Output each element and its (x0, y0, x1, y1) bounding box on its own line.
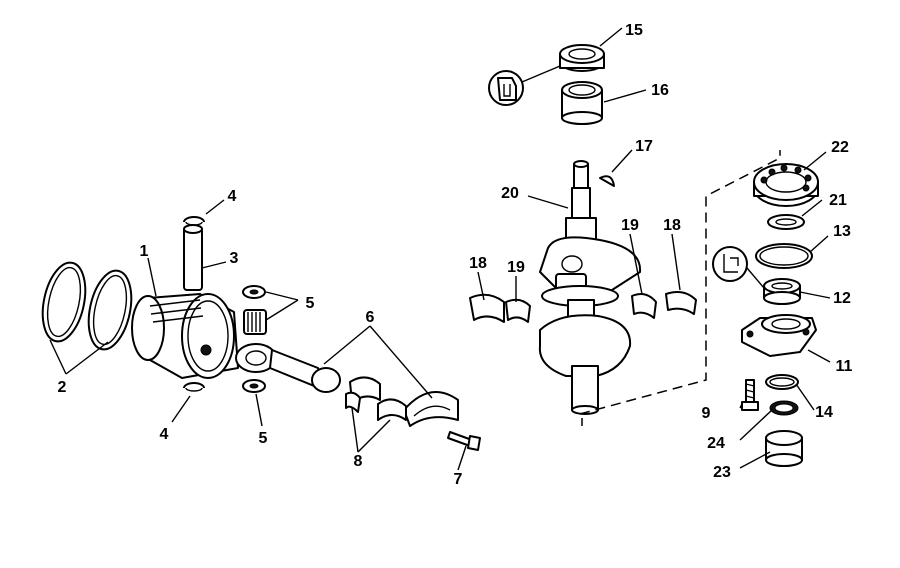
cap-23 (765, 430, 803, 467)
main-bearing-half-19-left (505, 298, 531, 323)
callout-16: 16 (651, 82, 669, 99)
piston-pin-retaining-ring-top (183, 216, 205, 226)
crankshaft-seal (559, 44, 605, 72)
callout-13: 13 (833, 223, 851, 240)
callout-17: 17 (635, 138, 653, 155)
main-bearing-half-18-left (469, 293, 505, 323)
callout-8: 8 (354, 453, 363, 470)
callout-2: 2 (58, 379, 67, 396)
piston-ring-inner (87, 269, 133, 351)
callout-14: 14 (815, 404, 833, 421)
callout-6: 6 (366, 309, 375, 326)
callout-23: 23 (713, 464, 731, 481)
o-ring-14 (765, 374, 799, 390)
assembly-dashed-line (579, 150, 781, 415)
callout-12: 12 (833, 290, 851, 307)
o-ring-24 (769, 400, 799, 416)
screw-9 (741, 379, 759, 411)
main-bearing-half-19-right (631, 293, 657, 319)
connecting-rod-bolt (447, 431, 481, 451)
thrust-washer-top (242, 285, 266, 299)
sealant-symbol-icon-2 (712, 246, 748, 282)
callout-22: 22 (831, 139, 849, 156)
sealant-symbol-icon (488, 70, 524, 106)
callout-5-top: 5 (306, 295, 315, 312)
thrust-washer-bottom (242, 379, 266, 393)
woodruff-key (599, 175, 615, 187)
retaining-ring-21 (767, 214, 805, 230)
rod-bearing-half-2 (345, 391, 361, 413)
seal-12 (763, 278, 801, 305)
piston-ring-outer (41, 261, 87, 343)
callout-19-right: 19 (621, 217, 639, 234)
callout-11: 11 (836, 358, 853, 375)
connecting-rod-cap (403, 391, 459, 427)
o-ring-13 (755, 243, 813, 269)
piston-pin-retaining-ring-bottom (183, 382, 205, 392)
crankshaft (538, 160, 642, 415)
callout-3: 3 (230, 250, 239, 267)
callout-15: 15 (625, 22, 643, 39)
needle-bearing-wrist-pin (243, 309, 267, 335)
leader-lines (49, 27, 831, 471)
callout-21: 21 (829, 192, 847, 209)
callout-20: 20 (501, 185, 519, 202)
rod-bearing-half-3 (377, 398, 407, 421)
callout-24: 24 (707, 435, 725, 452)
piston (131, 293, 239, 379)
callout-7: 7 (454, 471, 463, 488)
callout-labels: 1 2 3 4 4 5 5 6 7 8 9 11 12 13 14 15 16 … (58, 22, 853, 488)
callout-19-left: 19 (507, 259, 525, 276)
callout-1: 1 (140, 243, 149, 260)
main-bearing-half-18-right (665, 291, 697, 315)
callout-5-bottom: 5 (259, 430, 268, 447)
callout-9: 9 (702, 405, 711, 422)
callout-18-left: 18 (469, 255, 487, 272)
callout-18-right: 18 (663, 217, 681, 234)
piston-pin (183, 224, 203, 291)
lower-main-ball-bearing (753, 163, 819, 207)
lower-bearing-housing (741, 314, 817, 357)
callout-4-top: 4 (228, 188, 237, 205)
callout-4-bottom: 4 (160, 426, 169, 443)
upper-main-bearing (561, 81, 603, 125)
connecting-rod (235, 343, 341, 393)
